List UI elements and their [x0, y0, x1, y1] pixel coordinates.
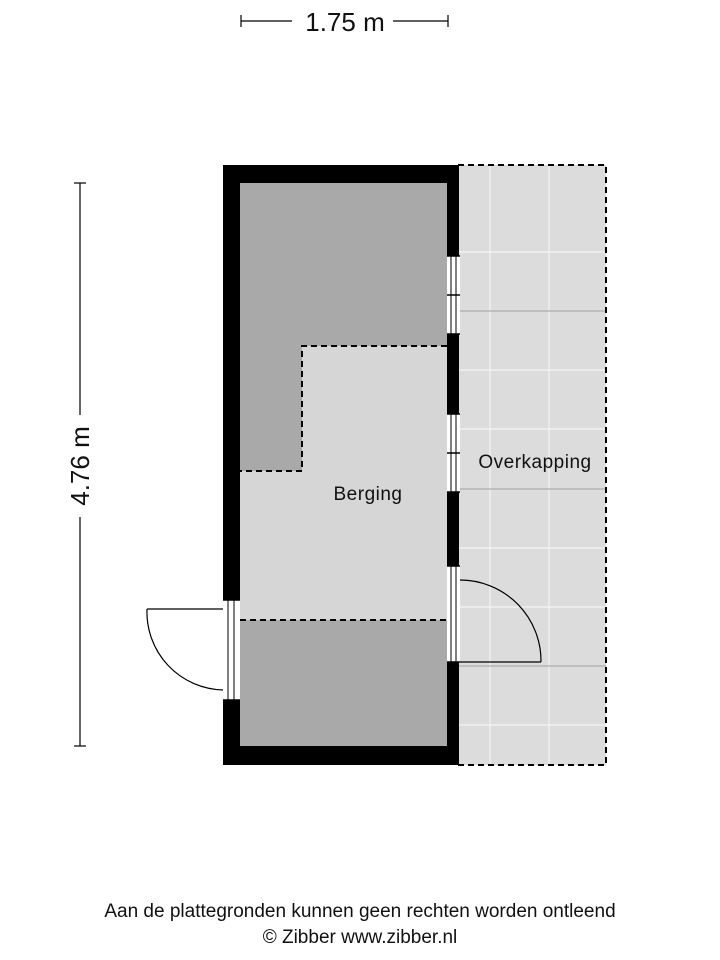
window-middle [447, 413, 460, 493]
storage-dark-area-bottom [240, 620, 447, 746]
room-label-storage: Berging [334, 484, 403, 505]
door-right-swing [459, 579, 542, 663]
footer-copyright: © Zibber www.zibber.nl [262, 927, 458, 948]
width-label: 1.75 m [305, 7, 385, 37]
door-right [447, 565, 542, 663]
width-dimension: 1.75 m [240, 7, 449, 37]
dark-area-top-boundary [240, 345, 447, 472]
storage-dark-area-top [240, 183, 447, 471]
height-label: 4.76 m [65, 426, 95, 506]
height-dimension: 4.76 m [65, 182, 95, 747]
window-upper [447, 255, 460, 335]
canopy-tile-shadow [458, 310, 606, 667]
door-left [146, 599, 240, 701]
footer-disclaimer: Aan de plattegronden kunnen geen rechten… [104, 901, 616, 922]
canopy-area [458, 164, 607, 766]
room-label-canopy: Overkapping [478, 452, 591, 473]
door-left-swing [146, 608, 224, 691]
canopy-outline [458, 164, 607, 766]
